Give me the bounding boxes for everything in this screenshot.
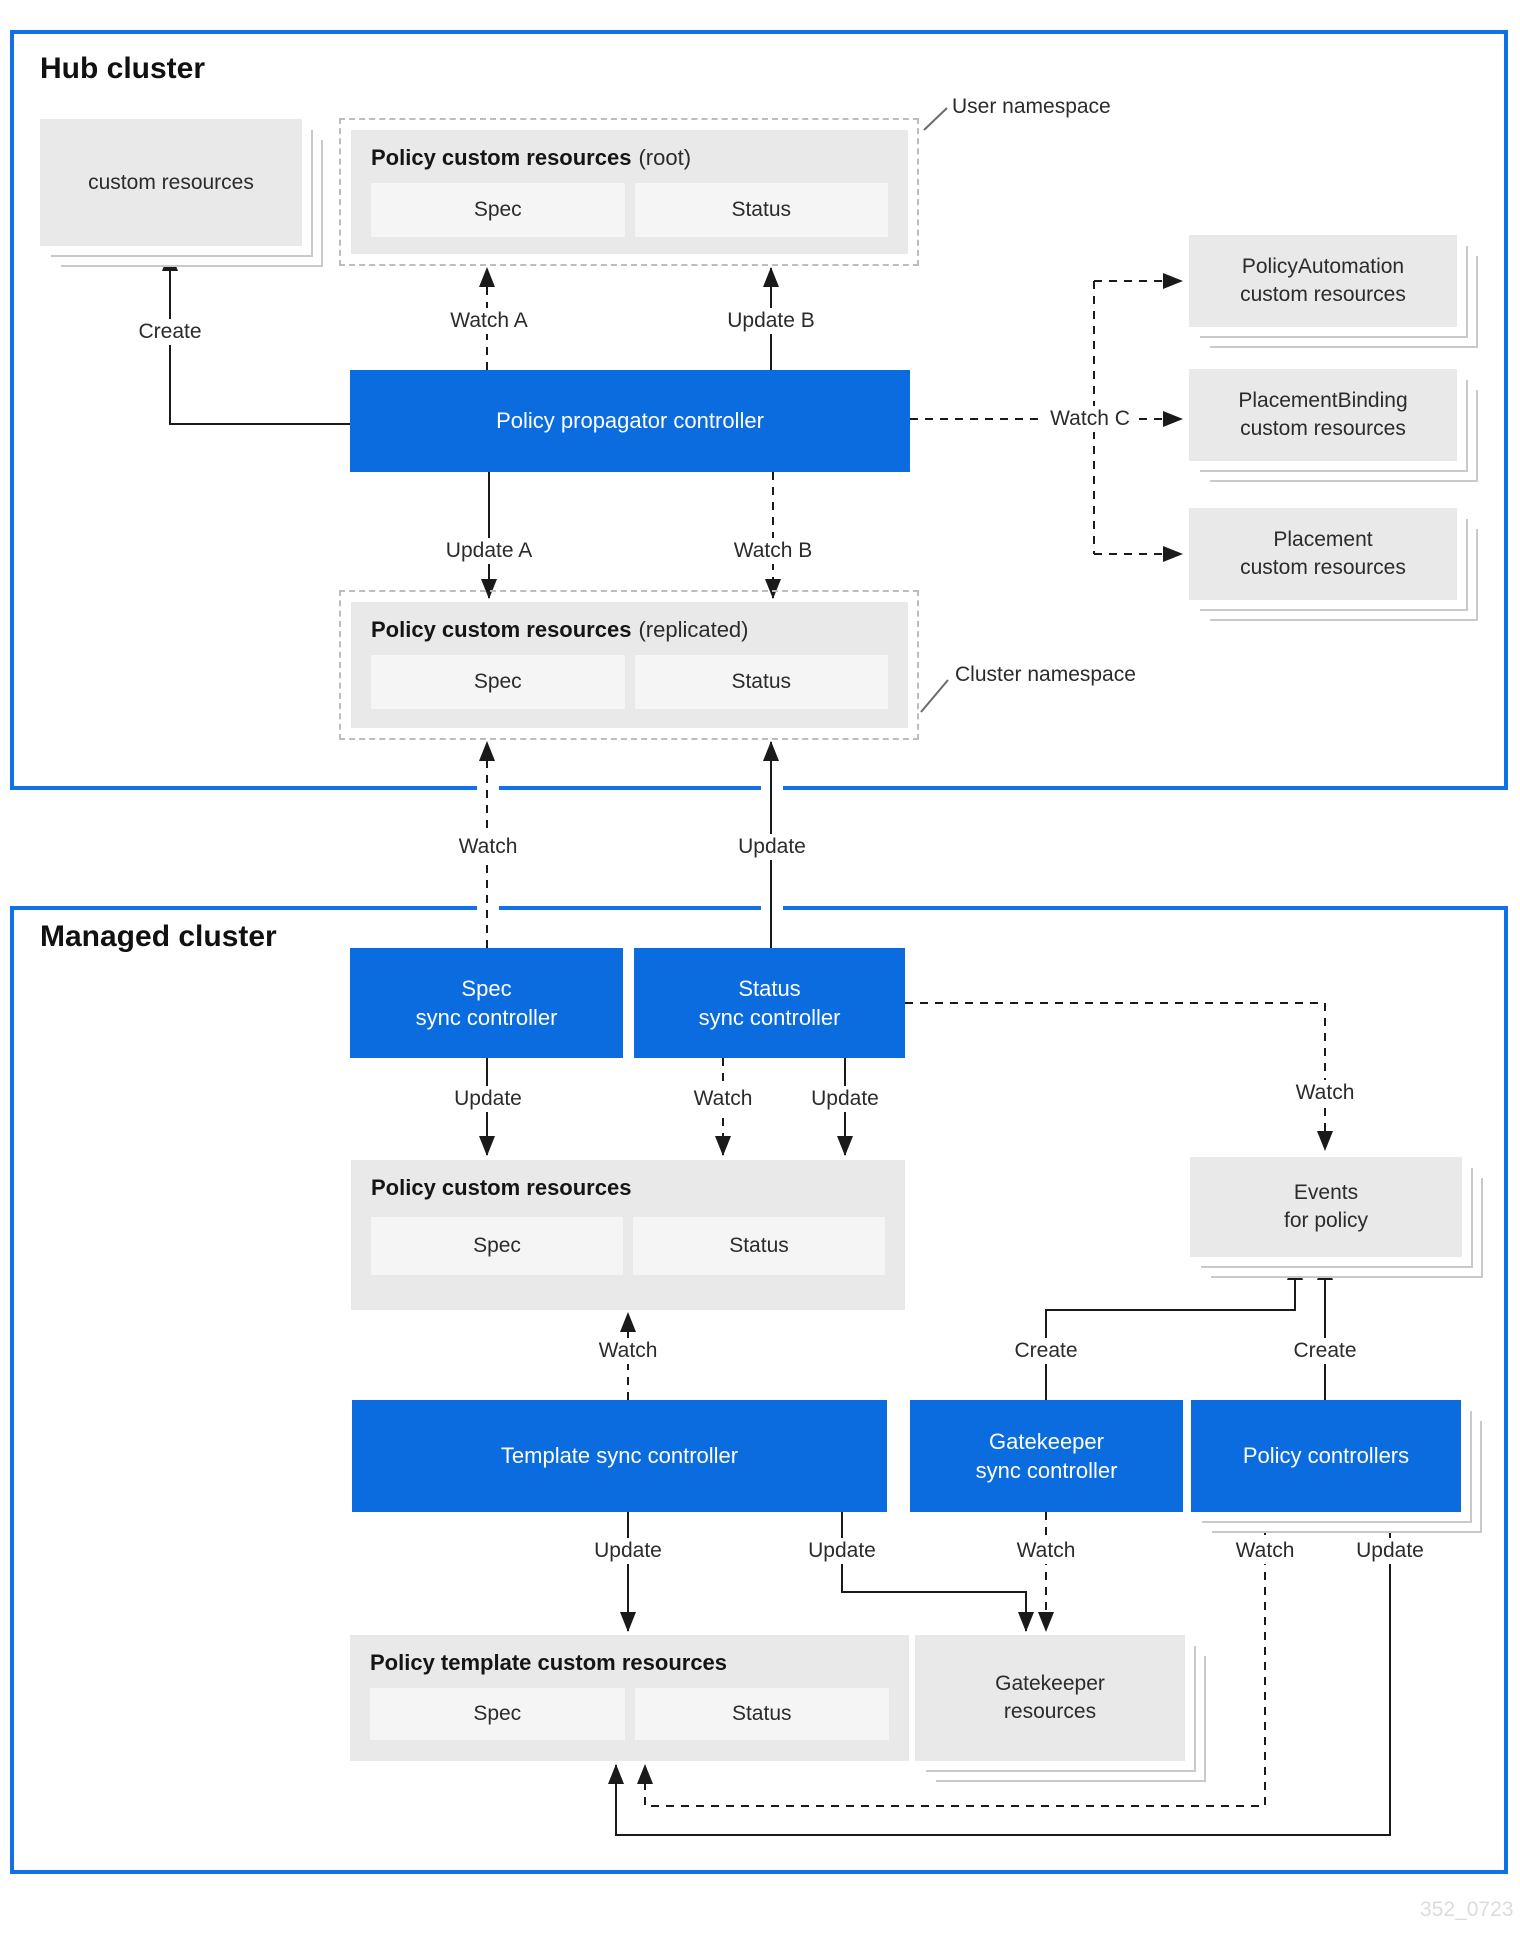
create-label: Create <box>131 319 209 345</box>
root-policy-box: Policy custom resources(root) Spec Statu… <box>351 130 908 254</box>
gatekeeper-sync-line1: Gatekeeper <box>989 1428 1104 1454</box>
placementbinding-line1: PlacementBinding <box>1238 389 1408 413</box>
template-update-gatekeeper-label: Update <box>801 1538 883 1564</box>
policyautomation-box: PolicyAutomation custom resources <box>1189 235 1457 327</box>
spec-sync-update-label: Update <box>447 1086 529 1112</box>
replicated-policy-title: Policy custom resources(replicated) <box>371 617 749 642</box>
policy-propagator-controller: Policy propagator controller <box>350 370 910 472</box>
gatekeeper-create-arrow <box>1045 1260 1303 1400</box>
policyautomation-line2: custom resources <box>1240 283 1406 306</box>
events-for-policy-box: Events for policy <box>1190 1157 1462 1257</box>
spec-sync-controller: Spec sync controller <box>350 948 623 1058</box>
policy-template-spec: Spec <box>370 1688 625 1740</box>
managed-policy-row: Spec Status <box>371 1217 885 1275</box>
watch-a-label: Watch A <box>443 308 535 334</box>
managed-cluster-title: Managed cluster <box>40 920 277 953</box>
custom-resources-label: custom resources <box>88 170 254 194</box>
gatekeeper-create-label: Create <box>1007 1338 1085 1364</box>
controllers-watch-arrow <box>637 1512 1266 1807</box>
managed-policy-status: Status <box>633 1217 885 1275</box>
border-gap <box>477 903 499 913</box>
events-line1: Events <box>1293 1181 1359 1205</box>
template-watch-label: Watch <box>591 1338 665 1364</box>
events-watch-arrow <box>905 1002 1333 1151</box>
create-arrow <box>162 251 350 425</box>
custom-resources-box: custom resources <box>40 119 302 246</box>
policy-template-row: Spec Status <box>370 1688 889 1740</box>
events-line2: for policy <box>1283 1209 1369 1232</box>
gatekeeper-sync-line2: sync controller <box>975 1458 1118 1483</box>
events-watch-label: Watch <box>1288 1080 1362 1106</box>
template-update-gatekeeper-arrow <box>841 1512 1034 1632</box>
user-namespace-pointer-line <box>923 107 948 131</box>
replicated-policy-qualifier: (replicated) <box>638 617 749 642</box>
cluster-namespace-label: Cluster namespace <box>955 663 1136 686</box>
placement-line1: Placement <box>1273 528 1373 552</box>
controllers-watch-label: Watch <box>1228 1538 1302 1564</box>
root-policy-spec: Spec <box>371 183 625 237</box>
user-namespace-label: User namespace <box>952 95 1111 118</box>
cluster-namespace-rect <box>339 590 919 740</box>
boundary-update-label: Update <box>731 834 813 860</box>
policy-template-status: Status <box>634 1688 889 1740</box>
placementbinding-line2: custom resources <box>1240 417 1406 440</box>
policy-template-title: Policy template custom resources <box>370 1650 728 1675</box>
placement-box: Placement custom resources <box>1189 508 1457 600</box>
replicated-policy-status: Status <box>634 655 888 709</box>
gatekeeper-resources-line2: resources <box>1003 1700 1097 1723</box>
cluster-namespace-pointer-line <box>920 679 949 713</box>
status-sync-watch-label: Watch <box>686 1086 760 1112</box>
policyautomation-line1: PolicyAutomation <box>1241 255 1405 279</box>
policy-template-box: Policy template custom resources Spec St… <box>350 1635 909 1761</box>
controllers-update-arrow <box>608 1512 1391 1836</box>
update-a-label: Update A <box>438 538 540 564</box>
gatekeeper-resources-box: Gatekeeper resources <box>915 1635 1185 1761</box>
user-namespace-rect <box>339 118 919 266</box>
gatekeeper-resources-line1: Gatekeeper <box>995 1672 1105 1696</box>
controllers-create-label: Create <box>1286 1338 1364 1364</box>
spec-sync-line1: Spec <box>461 975 512 1001</box>
placement-line2: custom resources <box>1240 556 1406 579</box>
boundary-watch-label: Watch <box>451 834 525 860</box>
status-sync-line2: sync controller <box>698 1005 841 1030</box>
gatekeeper-sync-controller: Gatekeeper sync controller <box>910 1400 1183 1512</box>
border-gap <box>477 783 499 793</box>
managed-policy-spec: Spec <box>371 1217 623 1275</box>
placementbinding-box: PlacementBinding custom resources <box>1189 369 1457 461</box>
watch-b-label: Watch B <box>726 538 820 564</box>
figure-id-watermark: 352_0723 <box>1420 1898 1514 1921</box>
replicated-policy-box: Policy custom resources(replicated) Spec… <box>351 602 908 728</box>
managed-policy-box: Policy custom resources Spec Status <box>351 1160 905 1310</box>
spec-sync-line2: sync controller <box>415 1005 558 1030</box>
root-policy-qualifier: (root) <box>638 145 692 170</box>
template-sync-controller: Template sync controller <box>352 1400 887 1512</box>
status-sync-update-label: Update <box>804 1086 886 1112</box>
controllers-update-label: Update <box>1349 1538 1431 1564</box>
root-policy-title: Policy custom resources(root) <box>371 145 692 170</box>
root-policy-row: Spec Status <box>371 183 888 237</box>
replicated-policy-spec: Spec <box>371 655 625 709</box>
managed-policy-title: Policy custom resources <box>371 1175 632 1200</box>
hub-cluster-title: Hub cluster <box>40 52 206 85</box>
replicated-policy-row: Spec Status <box>371 655 888 709</box>
status-sync-controller: Status sync controller <box>634 948 905 1058</box>
gatekeeper-watch-label: Watch <box>1009 1538 1083 1564</box>
watch-c-label: Watch C <box>1043 406 1137 432</box>
policy-controllers-box: Policy controllers <box>1191 1400 1461 1512</box>
status-sync-line1: Status <box>738 975 801 1001</box>
update-b-label: Update B <box>720 308 822 334</box>
template-update-label: Update <box>587 1538 669 1564</box>
root-policy-status: Status <box>634 183 888 237</box>
